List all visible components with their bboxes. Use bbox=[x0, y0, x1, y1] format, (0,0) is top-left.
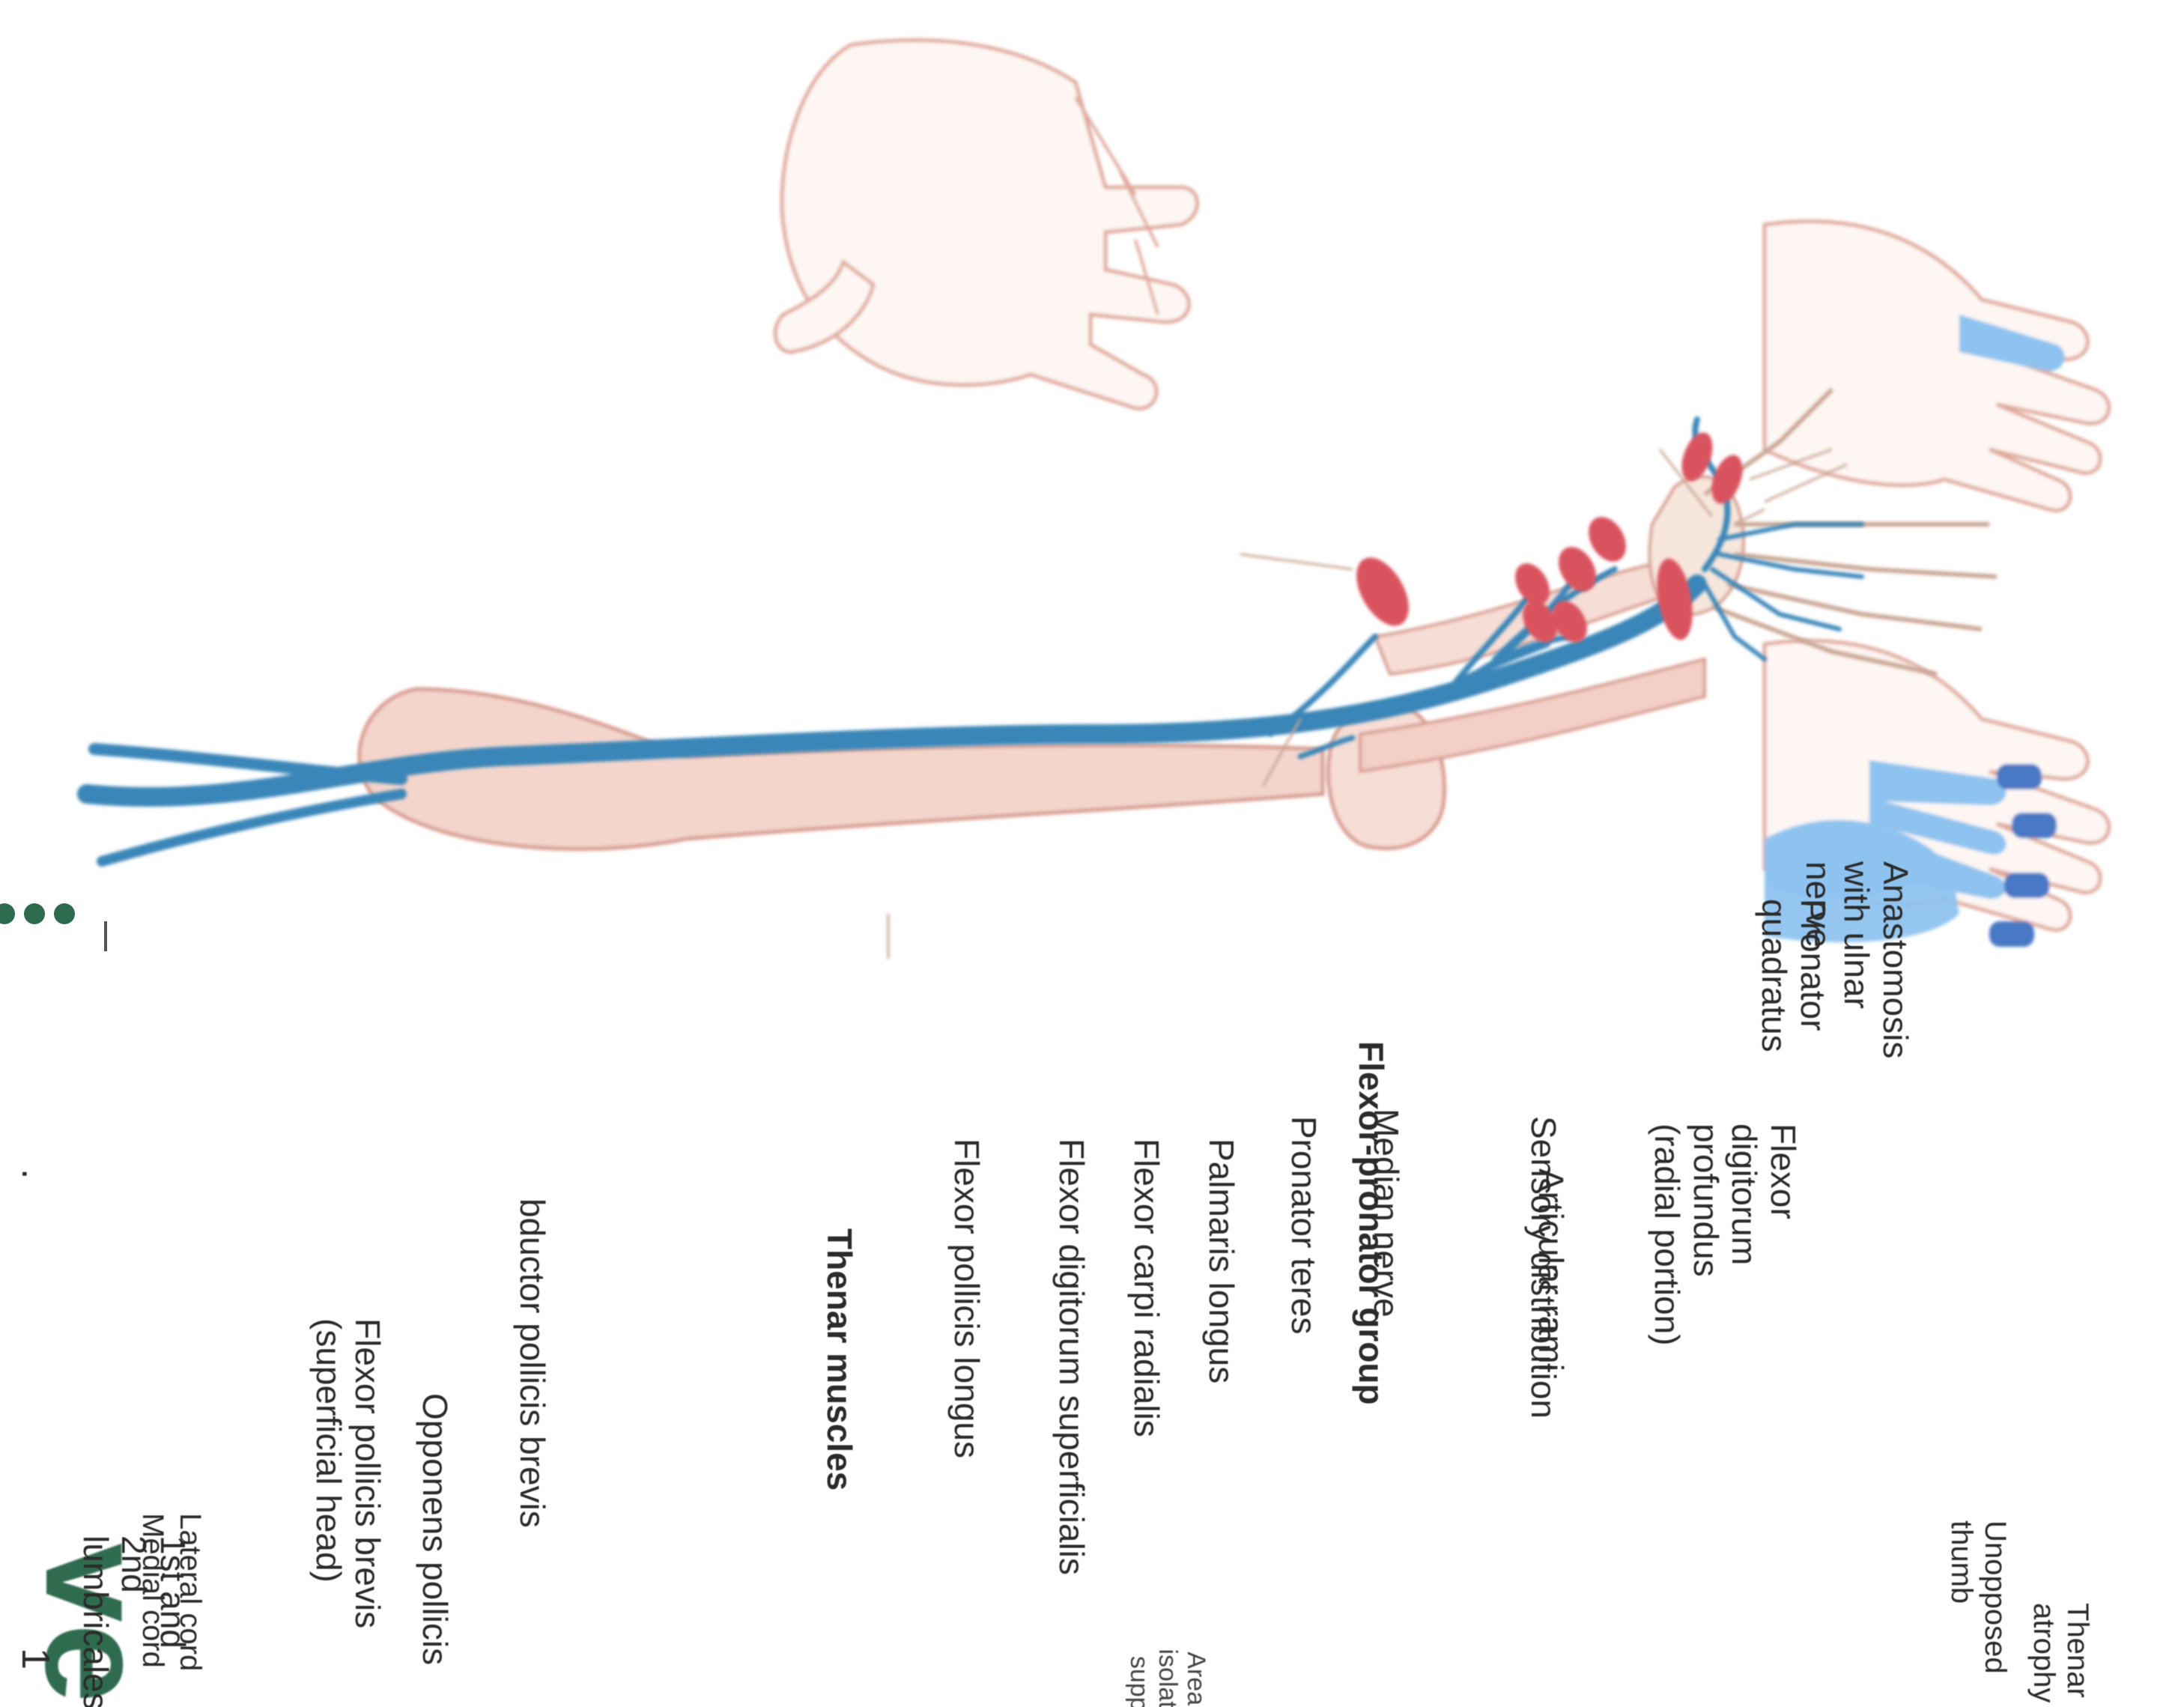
isolated-supply-dorsal-2 bbox=[2012, 813, 2057, 838]
palmaris-longus-label: Palmaris longus bbox=[1201, 1138, 1240, 1383]
pronator-teres-label: Pronator teres bbox=[1284, 1116, 1323, 1334]
thenar-muscles-label: Thenar muscles bbox=[819, 1228, 858, 1491]
flexor-digitorum-profundus-label: Flexor digitorum profundus (radial porti… bbox=[1648, 1124, 1802, 1346]
flexor-pollicis-brevis-label: Flexor pollicis brevis (superficial head… bbox=[309, 1318, 386, 1628]
lateral-cord-root bbox=[94, 749, 401, 779]
median-nerve-label: Median nerve bbox=[1366, 1109, 1405, 1318]
cord-dot-icon bbox=[24, 903, 45, 924]
partial-left-char-2: . bbox=[13, 1168, 57, 1179]
flexor-carpi-radialis-label: Flexor carpi radialis bbox=[1126, 1138, 1165, 1437]
abductor-pollicis-brevis-label: bductor pollicis brevis bbox=[512, 1198, 551, 1528]
cord-label-medial: Medial cord bbox=[136, 1513, 169, 1668]
isolated-supply-label: Area of isolated supply bbox=[1125, 1610, 1210, 1707]
cord-dot-icon bbox=[54, 903, 75, 924]
articular-rami-label: Articular rami bbox=[1531, 1168, 1570, 1371]
anastomosis-label: Anastomosis with ulnar nerve bbox=[1798, 861, 1914, 1058]
isolated-supply-dorsal-1 bbox=[1997, 764, 2042, 789]
lower-hand-outline bbox=[782, 40, 1197, 409]
humerus bbox=[360, 689, 1323, 849]
isolated-supply-palmar-2 bbox=[1989, 921, 2034, 947]
muscle-fdp bbox=[1346, 549, 1419, 635]
cord-dot-icon bbox=[0, 903, 15, 924]
thenar-atrophy-label: Thenar atrophy bbox=[2027, 1603, 2094, 1703]
isolated-supply-palmar-1 bbox=[2004, 873, 2049, 898]
cord-legend-graphics bbox=[0, 903, 106, 951]
thenar-atrophy-hand bbox=[775, 40, 1197, 409]
cord-label-lateral: Lateral cord bbox=[173, 1513, 207, 1671]
partial-left-char-1: 1 bbox=[13, 1648, 57, 1670]
opponens-pollicis-label: Opponens pollicis bbox=[415, 1393, 454, 1665]
fds-label: Flexor digitorum superficialis bbox=[1052, 1138, 1091, 1575]
arm-bones bbox=[360, 389, 1997, 849]
fpl-label: Flexor pollicis longus bbox=[947, 1138, 986, 1458]
sensory-distribution-hands bbox=[1765, 222, 2109, 947]
unopposed-thumb-label: Unopposed thumb bbox=[1944, 1520, 2012, 1674]
